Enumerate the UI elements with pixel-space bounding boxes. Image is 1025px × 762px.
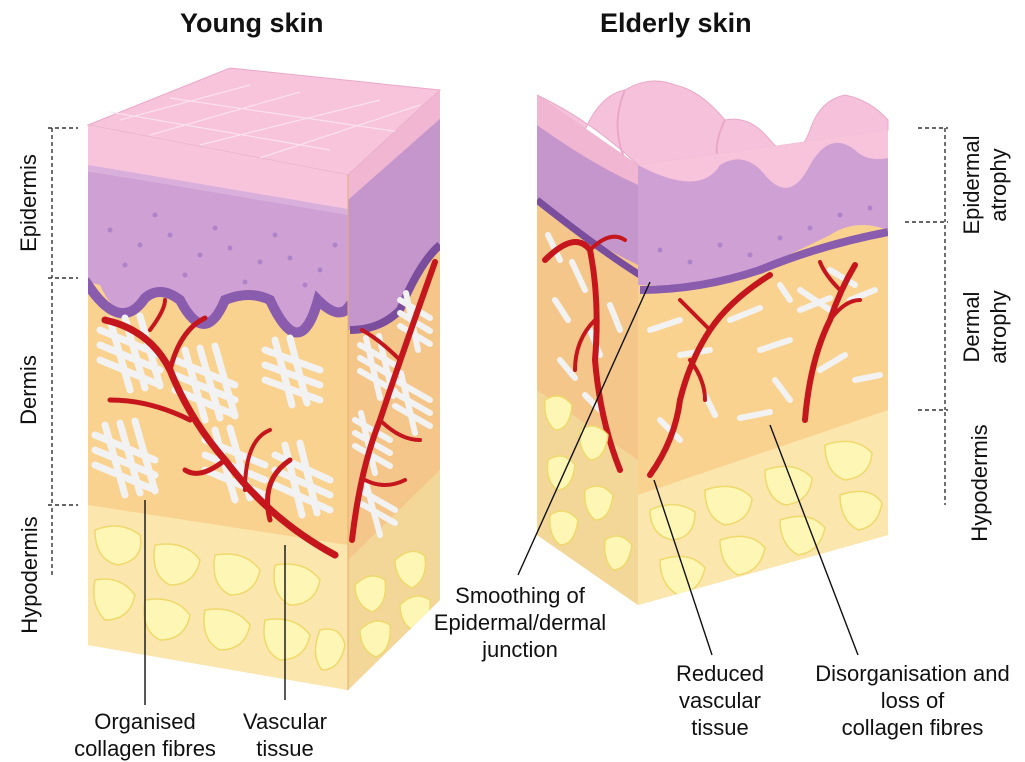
epidermal-atrophy-bracket: [905, 128, 948, 222]
elderly-skin-block: [530, 80, 900, 620]
disorganisation-line1: Disorganisation and: [800, 660, 1025, 687]
label-epidermal-line1: Epidermal: [958, 130, 985, 240]
title-elderly-skin: Elderly skin: [600, 8, 752, 39]
annotation-disorganisation: Disorganisation and loss of collagen fib…: [800, 660, 1025, 741]
young-skin-block: [80, 68, 450, 700]
young-front-face: [80, 100, 360, 700]
organised-line1: Organised: [55, 708, 235, 735]
vascular-line1: Vascular: [235, 708, 335, 735]
label-hypodermis-left: Hypodermis: [17, 510, 43, 640]
epidermis-bracket: [48, 128, 78, 278]
annotation-vascular-tissue: Vascular tissue: [235, 708, 335, 762]
label-dermal-atrophy: Dermal atrophy: [958, 272, 1012, 382]
dermis-bracket: [48, 282, 78, 505]
disorganisation-line2: loss of: [800, 687, 1025, 714]
smoothing-line3: junction: [420, 636, 620, 663]
annotation-organised-collagen: Organised collagen fibres: [55, 708, 235, 762]
smoothing-line1: Smoothing of: [420, 582, 620, 609]
reduced-line2: vascular: [665, 687, 775, 714]
vascular-line2: tissue: [235, 735, 335, 762]
label-hypodermis-right: Hypodermis: [967, 418, 993, 548]
label-epidermis: Epidermis: [16, 148, 42, 258]
disorganisation-line3: collagen fibres: [800, 714, 1025, 741]
title-young-skin: Young skin: [180, 8, 324, 39]
label-epidermal-line2: atrophy: [985, 130, 1012, 240]
label-dermis: Dermis: [16, 345, 42, 435]
elderly-front-face: [630, 110, 900, 620]
annotation-reduced-vascular: Reduced vascular tissue: [665, 660, 775, 741]
elderly-left-face: [530, 80, 650, 620]
organised-line2: collagen fibres: [55, 735, 235, 762]
reduced-line3: tissue: [665, 714, 775, 741]
dermal-atrophy-bracket: [918, 225, 948, 410]
label-dermal-line1: Dermal: [958, 272, 985, 382]
reduced-line1: Reduced: [665, 660, 775, 687]
annotation-smoothing-junction: Smoothing of Epidermal/dermal junction: [420, 582, 620, 663]
label-epidermal-atrophy: Epidermal atrophy: [958, 130, 1012, 240]
label-dermal-line2: atrophy: [985, 272, 1012, 382]
smoothing-line2: Epidermal/dermal: [420, 609, 620, 636]
